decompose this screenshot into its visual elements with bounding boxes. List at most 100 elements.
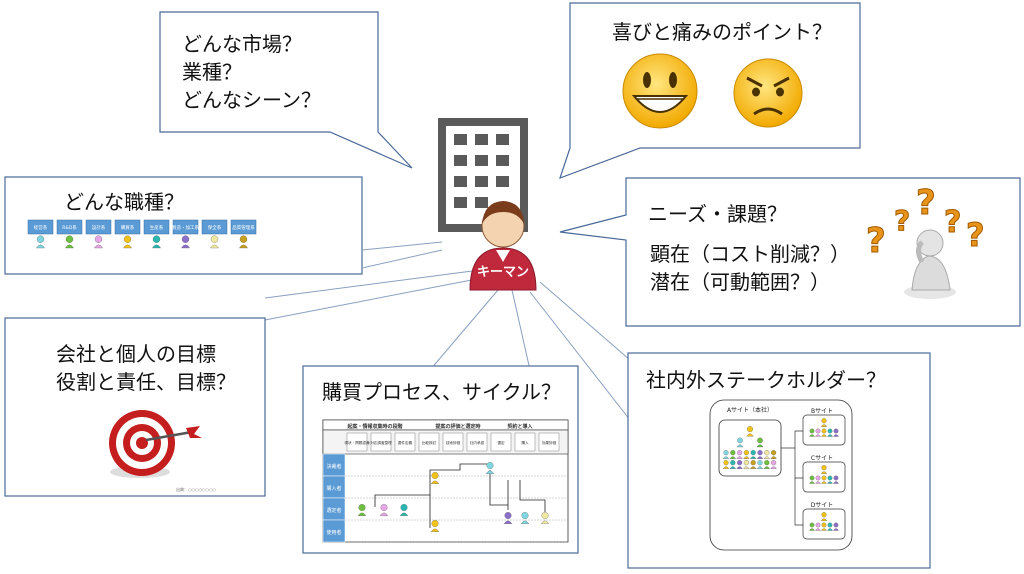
process-step-label: 要件定義: [398, 440, 413, 445]
person-icon: [821, 522, 827, 531]
process-step-box: [394, 432, 416, 452]
process-step-box: [442, 432, 464, 452]
market-line-2: 業種？: [182, 60, 242, 84]
angry-face-icon: [733, 58, 803, 128]
swimlane-label-box: [322, 519, 346, 543]
role-box: [27, 219, 54, 235]
process-step-label: 現状・問題認識: [344, 440, 370, 445]
person-icon: [815, 522, 821, 531]
person-icon: [770, 450, 777, 459]
person-icon: [736, 450, 743, 459]
needs-latent: 潜在（可動範囲？）: [650, 270, 830, 294]
person-icon: [833, 428, 839, 437]
goals-line-2: 役割と責任、目標？: [56, 370, 236, 394]
swimlane-label: 購入者: [326, 485, 341, 492]
person-icon: [379, 504, 389, 516]
person-icon: [736, 437, 744, 448]
person-icon: [815, 428, 821, 437]
role-label: R&D系: [62, 224, 77, 231]
person-icon: [821, 475, 827, 484]
role-label: 保全系: [208, 224, 222, 231]
role-label: 生産系: [150, 224, 164, 231]
process-step-box: [466, 432, 488, 452]
person-icon: [357, 504, 367, 516]
person-icon: [743, 450, 750, 459]
person-icon: [746, 426, 754, 437]
purchase-process-diagram: 決裁者購入者選定者使用者 起案・情報収集時の段階提案の評価と選定時契約と導入 現…: [322, 419, 569, 543]
question-marks-icon: ? ? ? ? ?: [866, 183, 986, 262]
process-step-box: [538, 432, 560, 452]
person-icon: [399, 504, 409, 516]
person-icon: [763, 450, 770, 459]
person-icon: [756, 460, 764, 469]
bubble-emotions: [559, 2, 861, 180]
person-icon: [756, 450, 764, 459]
process-step-label: 社内承認: [470, 440, 485, 445]
person-icon: [540, 512, 550, 524]
person-icon: [239, 235, 248, 249]
role-box: [85, 219, 112, 235]
stakeholders-title: 社内外ステークホルダー？: [646, 368, 886, 392]
thinking-person-icon: [904, 229, 956, 299]
role-box: [114, 219, 141, 235]
person-icon: [820, 418, 828, 427]
swimlane-label: 選定者: [326, 507, 341, 514]
process-step-label: 技術評価: [446, 440, 461, 445]
person-icon: [827, 428, 833, 437]
person-icon: [520, 512, 530, 524]
svg-text:?: ?: [916, 183, 936, 223]
process-step-label: 選定: [497, 440, 505, 445]
person-icon: [94, 235, 103, 249]
person-icon: [763, 460, 770, 469]
person-icon: [770, 460, 777, 469]
market-line-3: どんなシーン？: [182, 88, 321, 112]
role-label: 品質管理系: [232, 224, 255, 231]
role-label: 製造・加工系: [172, 224, 199, 231]
person-icon: [430, 472, 440, 484]
process-step-box: [346, 432, 368, 452]
person-icon: [210, 235, 219, 249]
person-icon: [736, 460, 743, 469]
goals-line-1: 会社と個人の目標: [56, 342, 216, 366]
bubble-market: [159, 11, 413, 169]
site-c-label: Cサイト: [811, 455, 833, 462]
purchase-title: 購買プロセス、サイクル？: [322, 380, 561, 404]
target-dart-icon: [109, 410, 202, 478]
needs-title: ニーズ・課題？: [648, 202, 787, 226]
person-icon: [820, 465, 828, 474]
svg-text:?: ?: [866, 221, 886, 261]
role-box: [230, 219, 257, 235]
person-icon: [722, 450, 730, 459]
keyman-label: キーマン: [477, 265, 529, 280]
needs-explicit: 顕在（コスト削減？）: [650, 242, 850, 266]
keyman-person-icon: [469, 201, 537, 291]
emotions-title: 喜びと痛みのポイント？: [612, 20, 832, 44]
person-icon: [820, 512, 828, 521]
svg-text:?: ?: [894, 204, 910, 237]
role-box: [201, 219, 228, 235]
stakeholders-diagram: Aサイト（本社） Bサイト Cサイト Dサイト: [709, 399, 853, 551]
bubble-needs: [559, 177, 1021, 327]
person-icon: [809, 475, 815, 484]
role-box: [143, 219, 170, 235]
person-icon: [756, 437, 764, 448]
person-icon: [36, 235, 45, 249]
person-icon: [750, 460, 757, 469]
person-icon: [729, 460, 736, 469]
role-label: 経営系: [34, 224, 48, 231]
person-icon: [430, 520, 440, 532]
role-label: 設計系: [92, 224, 106, 231]
occupation-title: どんな職種？: [64, 190, 184, 214]
process-step-box: [490, 432, 512, 452]
person-icon: [65, 235, 74, 249]
grinning-face-icon: [622, 53, 698, 129]
person-icon: [821, 428, 827, 437]
process-step-box: [418, 432, 440, 452]
phase-label: 起案・情報収集時の段階: [346, 423, 402, 430]
process-step-label: 購入: [521, 440, 529, 445]
person-icon: [729, 450, 736, 459]
role-box: [56, 219, 83, 235]
goals-footnote: 出典：○○○○○○○○: [176, 486, 216, 492]
